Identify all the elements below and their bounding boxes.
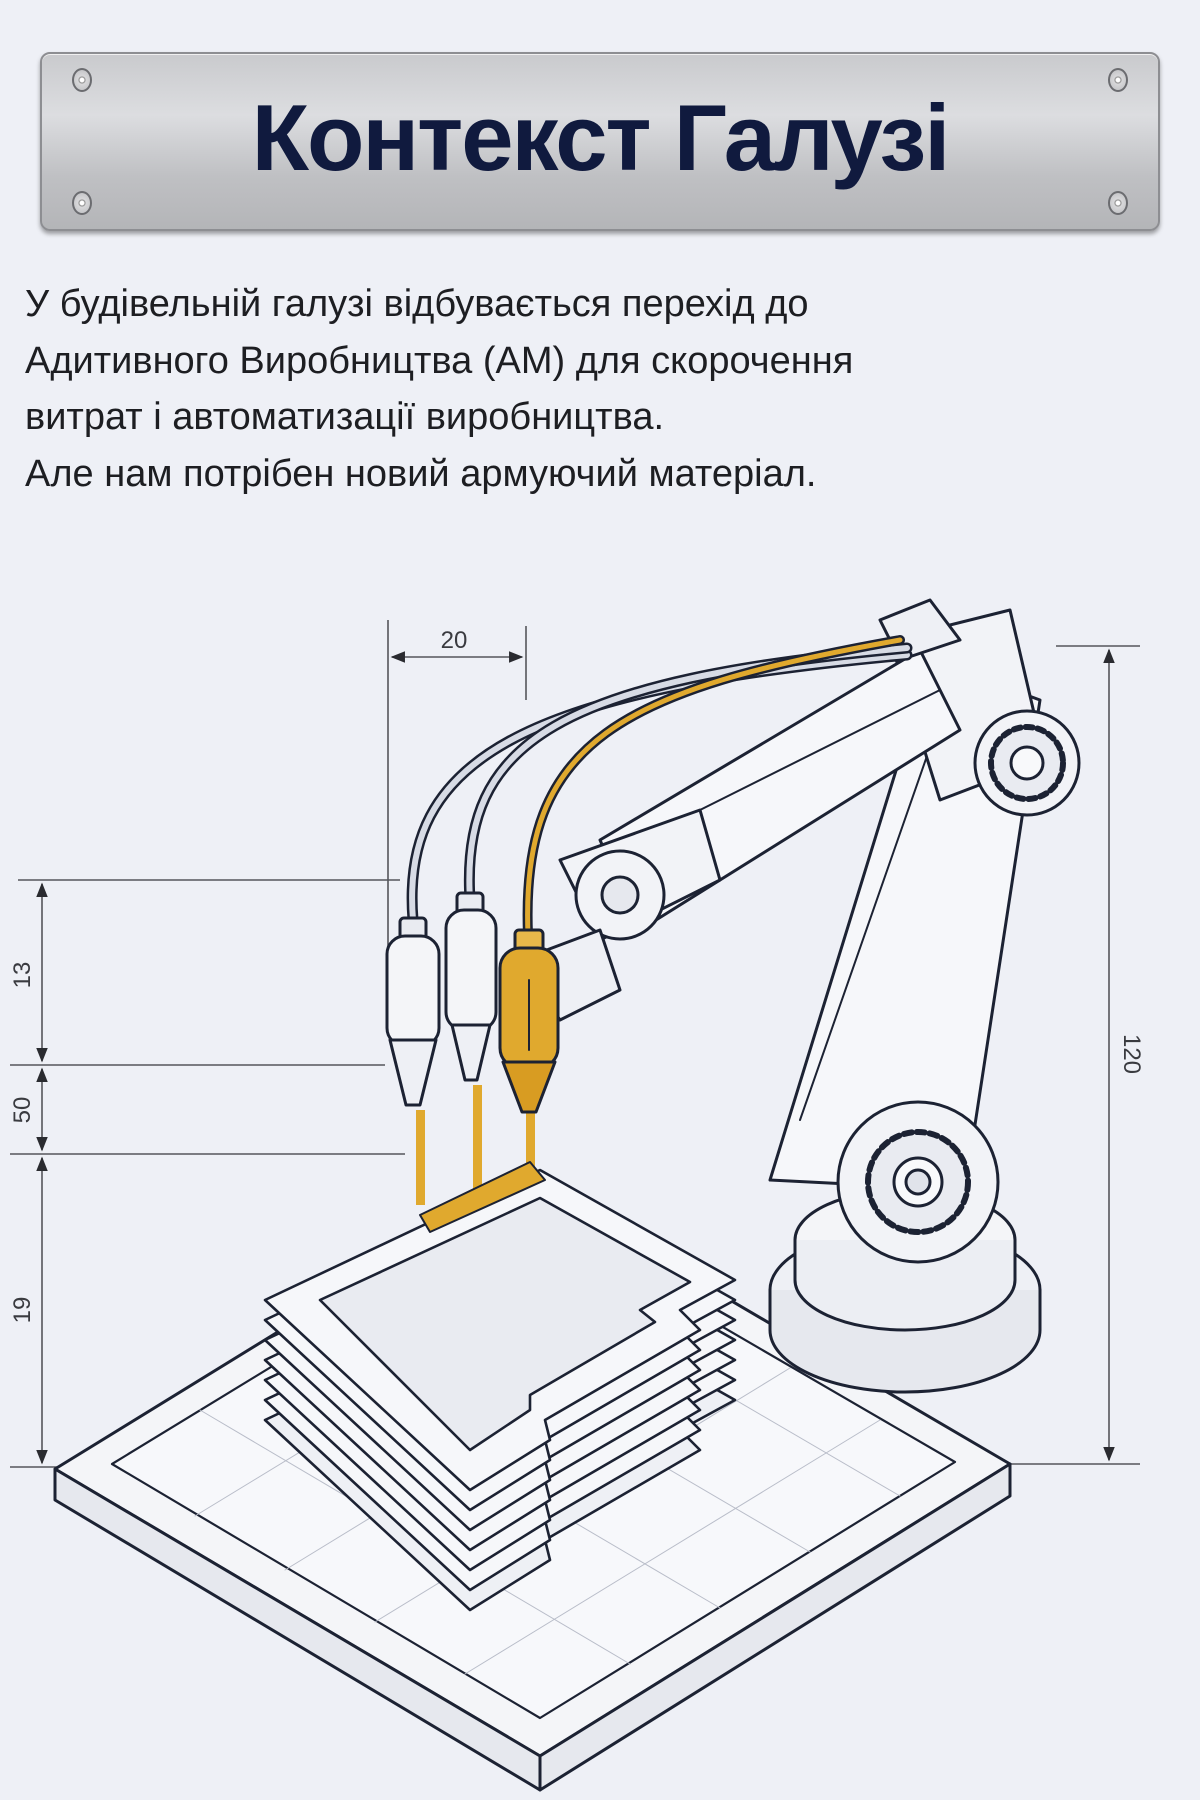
screw-icon	[1108, 68, 1128, 92]
material-hoses	[406, 635, 913, 940]
dim-label-robot: 120	[1118, 1034, 1145, 1074]
dim-label-spacing: 20	[441, 627, 468, 654]
nozzle-middle	[444, 891, 498, 1082]
screw-icon	[72, 191, 92, 215]
dim-label-gap: 50	[9, 1097, 36, 1124]
intro-line: Але нам потрібен новий армуючий матеріал…	[25, 452, 817, 495]
printed-wall-structure	[263, 1161, 737, 1612]
robot-lower-arm	[768, 658, 1042, 1264]
extrusion-streams	[416, 1085, 535, 1205]
page-title: Контекст Галузі	[251, 85, 951, 190]
screw-icon	[72, 68, 92, 92]
screw-icon	[1108, 191, 1128, 215]
intro-text: У будівельній галузі відбувається перехі…	[25, 276, 1175, 502]
dim-label-nozzle: 13	[9, 962, 36, 989]
intro-line: Адитивного Виробництва (АМ) для скорочен…	[25, 339, 854, 382]
intro-line: У будівельній галузі відбувається перехі…	[25, 283, 809, 325]
title-plate: Контекст Галузі	[40, 52, 1160, 231]
dimension-lines	[10, 620, 1140, 1468]
intro-line: витрат і автоматизації виробництва.	[25, 396, 665, 438]
nozzle-left	[385, 916, 441, 1107]
nozzle-gold	[498, 928, 560, 1114]
dim-label-structure: 19	[9, 1297, 36, 1324]
